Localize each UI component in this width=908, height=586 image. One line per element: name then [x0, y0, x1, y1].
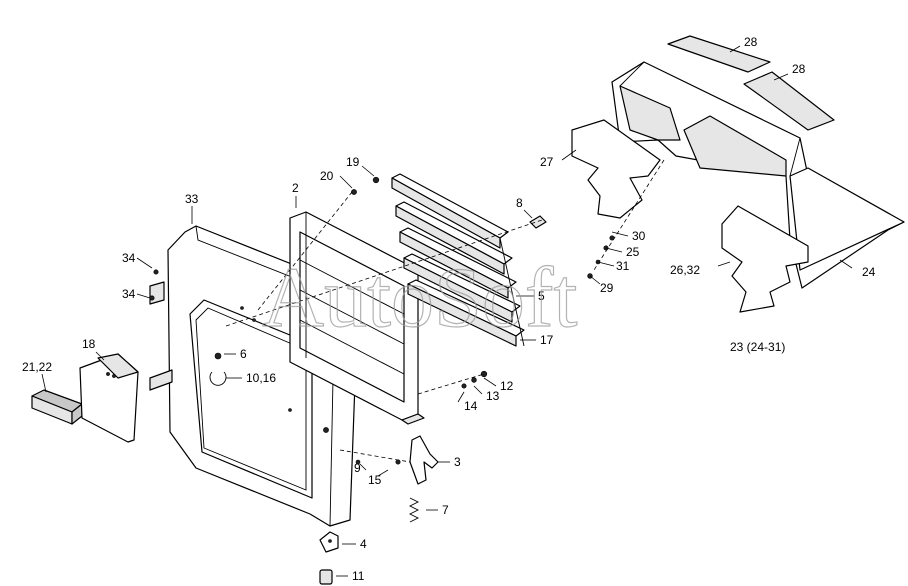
callout-28-top: 28 — [744, 35, 758, 49]
watermark-logo: AutoSoft — [262, 249, 577, 345]
callout-11: 11 — [352, 569, 365, 583]
callout-10-16: 10,16 — [246, 371, 276, 385]
callout-26-32: 26,32 — [670, 263, 700, 277]
callout-24: 24 — [862, 265, 876, 279]
part-cover-plate — [79, 353, 139, 443]
callout-14: 14 — [464, 399, 478, 413]
part-radiator-frame — [289, 211, 425, 425]
callout-18: 18 — [82, 337, 96, 351]
callout-34-bottom: 34 — [122, 287, 136, 301]
part-bracket — [319, 531, 339, 553]
part-spring — [408, 497, 420, 523]
part-nut — [319, 569, 333, 585]
callout-9: 9 — [354, 461, 361, 475]
callout-21-22: 21,22 — [22, 360, 52, 374]
callout-33: 33 — [185, 192, 199, 206]
callout-30: 30 — [632, 229, 646, 243]
callout-31: 31 — [616, 259, 630, 273]
callout-12: 12 — [500, 379, 514, 393]
callout-7: 7 — [442, 503, 449, 517]
callout-8: 8 — [516, 196, 523, 210]
callout-29: 29 — [600, 281, 614, 295]
part-latch-lever — [339, 435, 439, 485]
assembly-caption: 23 (24-31) — [730, 340, 785, 354]
callout-leaders — [41, 45, 853, 577]
callout-6: 6 — [240, 347, 247, 361]
callout-2: 2 — [292, 181, 299, 195]
callout-17: 17 — [540, 333, 554, 347]
callout-5: 5 — [538, 289, 545, 303]
part-louvre-grille — [391, 173, 525, 347]
callout-19: 19 — [346, 155, 360, 169]
callout-4: 4 — [360, 537, 367, 551]
assembly-centerlines — [225, 191, 543, 395]
callout-34-top: 34 — [122, 251, 136, 265]
callout-13: 13 — [486, 389, 500, 403]
callout-28-right: 28 — [792, 62, 806, 76]
callout-20: 20 — [320, 169, 334, 183]
part-foam-block — [31, 389, 83, 425]
part-shroud-assembly — [571, 35, 905, 313]
callout-3: 3 — [454, 455, 461, 469]
callout-25: 25 — [626, 245, 640, 259]
callout-27: 27 — [540, 155, 554, 169]
callout-15: 15 — [368, 473, 382, 487]
hardware-fasteners — [149, 176, 547, 465]
callout-labels: 2 33 34 34 18 21,22 6 10,16 20 19 8 5 17… — [22, 35, 876, 583]
